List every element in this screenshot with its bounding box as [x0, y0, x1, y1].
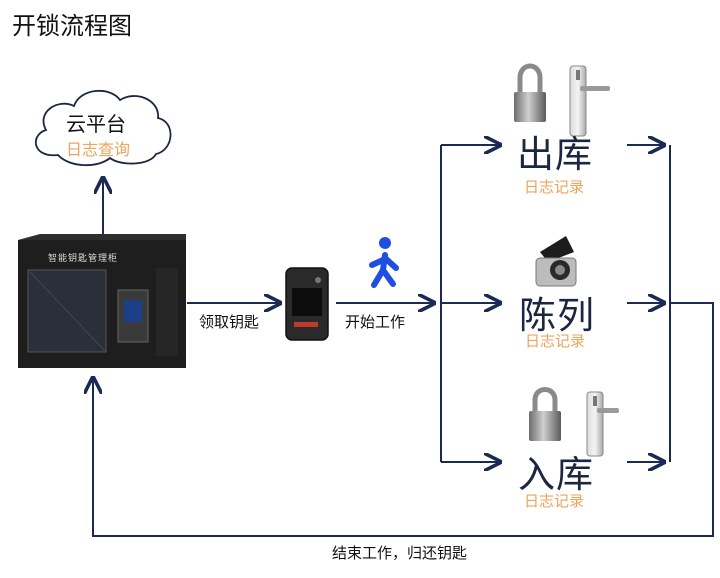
padlock-icon — [514, 63, 546, 122]
edge-label-end-work: 结束工作，归还钥匙 — [332, 544, 468, 562]
stage-outbound-log: 日志记录 — [524, 178, 585, 196]
padlock-icon — [529, 387, 561, 441]
cloud-title: 云平台 — [66, 112, 126, 136]
key-cabinet-icon — [18, 234, 186, 368]
stage-inbound-label: 入库 — [518, 453, 594, 496]
cloud-icon — [34, 89, 172, 167]
cloud-subtitle: 日志查询 — [66, 140, 131, 159]
page-title: 开锁流程图 — [12, 12, 132, 40]
flow-arrows — [93, 145, 714, 537]
stage-display-label: 陈列 — [519, 294, 595, 337]
walking-person-icon — [369, 237, 399, 288]
stage-outbound-label: 出库 — [517, 133, 593, 176]
edge-label-take-key: 领取钥匙 — [199, 313, 260, 331]
round-lock-icon — [535, 236, 577, 287]
cabinet-label: 智能钥匙管理柜 — [48, 254, 119, 264]
door-lock-icon — [586, 391, 619, 457]
edge-label-start-work: 开始工作 — [345, 313, 406, 331]
stage-inbound-log: 日志记录 — [524, 492, 585, 510]
smart-key-icon — [285, 267, 329, 341]
door-lock-icon — [569, 65, 610, 137]
stage-display-log: 日志记录 — [525, 332, 586, 350]
